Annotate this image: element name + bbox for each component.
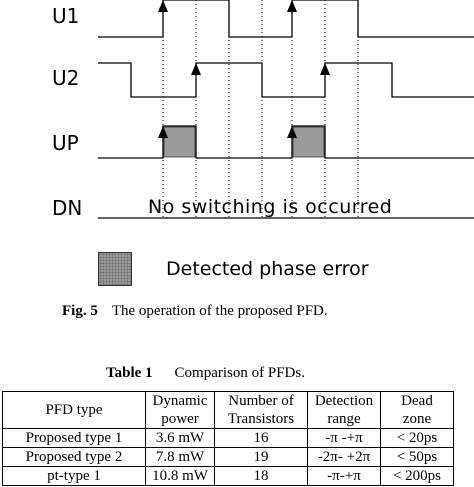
u1-waveform <box>98 0 474 38</box>
table-cell: Proposed type 1 <box>2 428 146 448</box>
table-cell: < 50ps <box>380 447 454 467</box>
header-text: Detection <box>314 393 374 409</box>
table-header-row: PFD type Dynamic power Number of Transisto… <box>2 391 454 429</box>
legend-swatch <box>98 252 132 286</box>
table-cell: Proposed type 2 <box>2 447 146 467</box>
header-text: Dynamic <box>152 393 208 409</box>
table-cell: -π-+π <box>307 466 381 486</box>
header-pfd-type: PFD type <box>2 391 146 429</box>
figure-caption-label: Fig. 5 <box>62 303 98 319</box>
table-cell: 18 <box>214 466 308 486</box>
u1-label: U1 <box>52 4 80 28</box>
table-cell: pt-type 1 <box>2 466 146 486</box>
u1-arrow-1 <box>158 0 168 12</box>
up-arrow-1 <box>158 126 168 138</box>
up-waveform <box>98 125 474 159</box>
table-caption: Table 1 Comparison of PFDs. <box>106 365 305 382</box>
legend-label: Detected phase error <box>166 258 369 280</box>
u2-arrow-1 <box>191 63 201 75</box>
comparison-table: PFD type Dynamic power Number of Transisto… <box>2 391 454 486</box>
table-caption-text: Comparison of PFDs. <box>174 365 305 381</box>
up-label: UP <box>52 131 79 155</box>
u2-label: U2 <box>52 66 80 90</box>
up-error-pulse-1 <box>163 126 196 158</box>
u2-arrow-2 <box>320 63 330 75</box>
dotted-guides <box>162 0 359 220</box>
no-switching-note: No switching is occurred <box>148 196 393 218</box>
header-dead-zone: Dead zone <box>380 391 454 429</box>
timing-diagram <box>98 0 474 220</box>
header-text: Transistors <box>227 411 295 427</box>
figure-caption-text: The operation of the proposed PFD. <box>111 303 328 319</box>
header-text: range <box>327 411 361 427</box>
table-cell: < 20ps <box>380 428 454 448</box>
up-error-pulse-2 <box>292 126 325 158</box>
table-row: pt-type 1 10.8 mW 18 -π-+π < 200ps <box>2 466 454 486</box>
table-row: Proposed type 2 7.8 mW 19 -2π- +2π < 50p… <box>2 447 454 467</box>
header-text: Dead <box>401 393 433 409</box>
header-text: Number of <box>228 393 294 409</box>
header-transistors: Number of Transistors <box>214 391 308 429</box>
table-cell: < 200ps <box>380 466 454 486</box>
header-text: PFD type <box>45 402 103 418</box>
header-text: zone <box>402 411 432 427</box>
header-text: power <box>161 411 199 427</box>
up-arrow-2 <box>287 126 297 138</box>
table-cell: 16 <box>214 428 308 448</box>
header-detection-range: Detection range <box>307 391 381 429</box>
dn-label: DN <box>52 196 83 220</box>
header-dynamic-power: Dynamic power <box>145 391 215 429</box>
table-caption-label: Table 1 <box>106 365 153 381</box>
table-cell: -π -+π <box>307 428 381 448</box>
table-cell: 10.8 mW <box>145 466 215 486</box>
table-row: Proposed type 1 3.6 mW 16 -π -+π < 20ps <box>2 428 454 448</box>
table-cell: 19 <box>214 447 308 467</box>
table-cell: -2π- +2π <box>307 447 381 467</box>
u2-waveform <box>98 62 474 98</box>
figure-caption: Fig. 5 The operation of the proposed PFD. <box>62 303 328 320</box>
table-cell: 3.6 mW <box>145 428 215 448</box>
u1-arrow-2 <box>287 0 297 12</box>
table-cell: 7.8 mW <box>145 447 215 467</box>
